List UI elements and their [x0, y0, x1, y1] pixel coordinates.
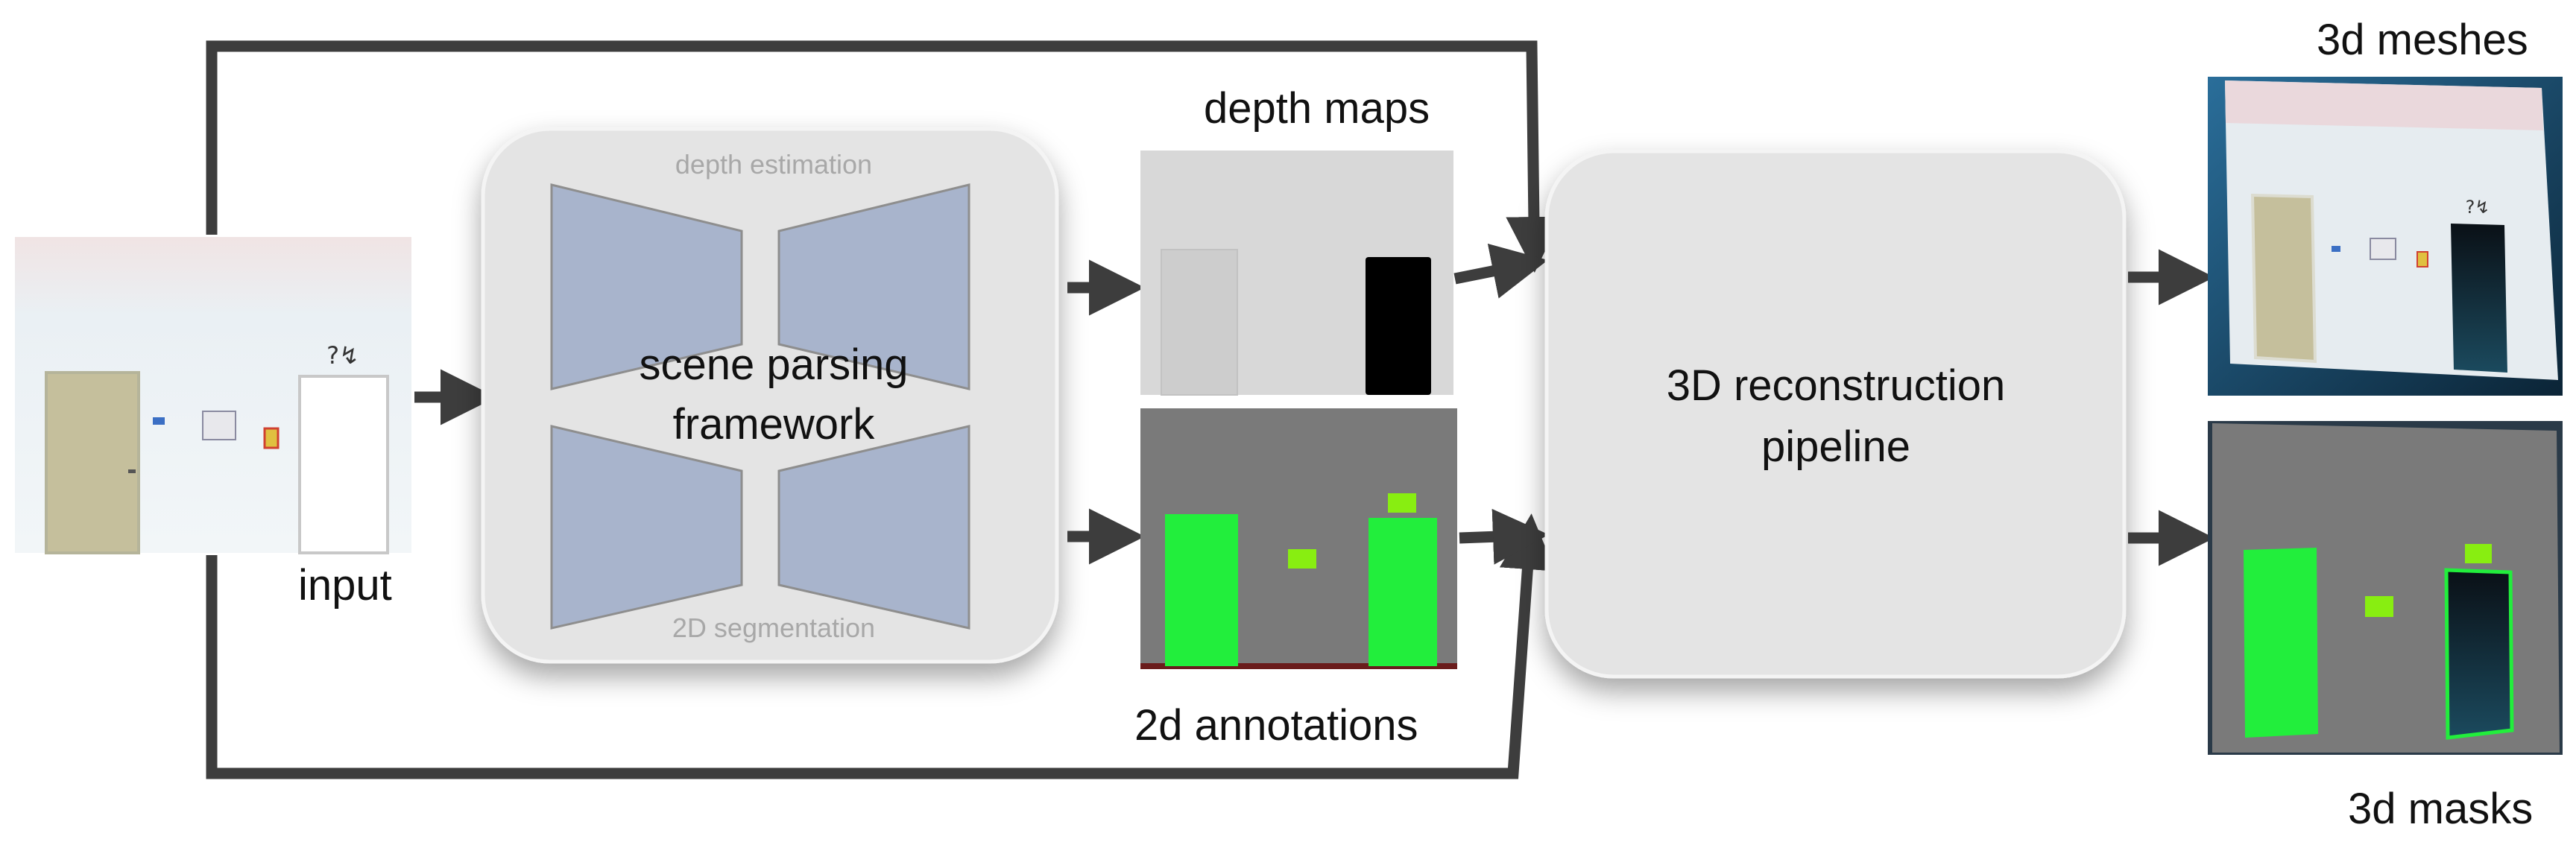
encoder-depth: [550, 183, 743, 390]
reconstruction-label-line2: pipeline: [1761, 422, 1910, 471]
mask-image: [2208, 421, 2563, 755]
annotation-door-left: [1165, 514, 1238, 666]
scene-parsing-label-line2: framework: [672, 400, 875, 449]
annotations-2d-label: 2d annotations: [1134, 701, 1418, 750]
encoder-segmentation: [550, 425, 743, 630]
door-left: [45, 371, 140, 554]
input-label: input: [298, 561, 392, 610]
scene-parsing-block: [481, 127, 1059, 664]
bottom-skip-connection: [206, 513, 1556, 779]
mesh-image: ?↯: [2208, 77, 2563, 396]
decoder-depth: [777, 183, 970, 390]
depth-map-image: [1140, 151, 1453, 396]
svg-text:?↯: ?↯: [2466, 197, 2490, 218]
top-skip-connection: [206, 40, 1562, 273]
scene-parsing-label: scene parsing: [639, 341, 909, 389]
decoder-segmentation: [777, 425, 970, 630]
reconstruction-block: [1544, 149, 2127, 679]
input-image: ?↯: [15, 237, 411, 554]
segmentation-2d-label: 2D segmentation: [672, 612, 876, 643]
depth-estimation-label: depth estimation: [675, 149, 873, 180]
depth-dark-door: [1366, 257, 1431, 395]
reconstruction-label: 3D reconstruction: [1666, 361, 2006, 410]
door-right: [298, 375, 389, 554]
sign-glyphs: ?↯: [326, 341, 359, 370]
meshes-3d-label: 3d meshes: [2317, 16, 2528, 64]
annotation-image: [1140, 408, 1457, 669]
arrow-right-icon: [1453, 243, 1548, 299]
depth-maps-label: depth maps: [1204, 84, 1430, 133]
masks-3d-label: 3d masks: [2348, 785, 2534, 833]
fire-alarm: [263, 427, 280, 449]
annotation-door-right: [1368, 518, 1437, 666]
arrow-right-icon: [1459, 508, 1549, 565]
notice-sheet: [202, 411, 236, 440]
